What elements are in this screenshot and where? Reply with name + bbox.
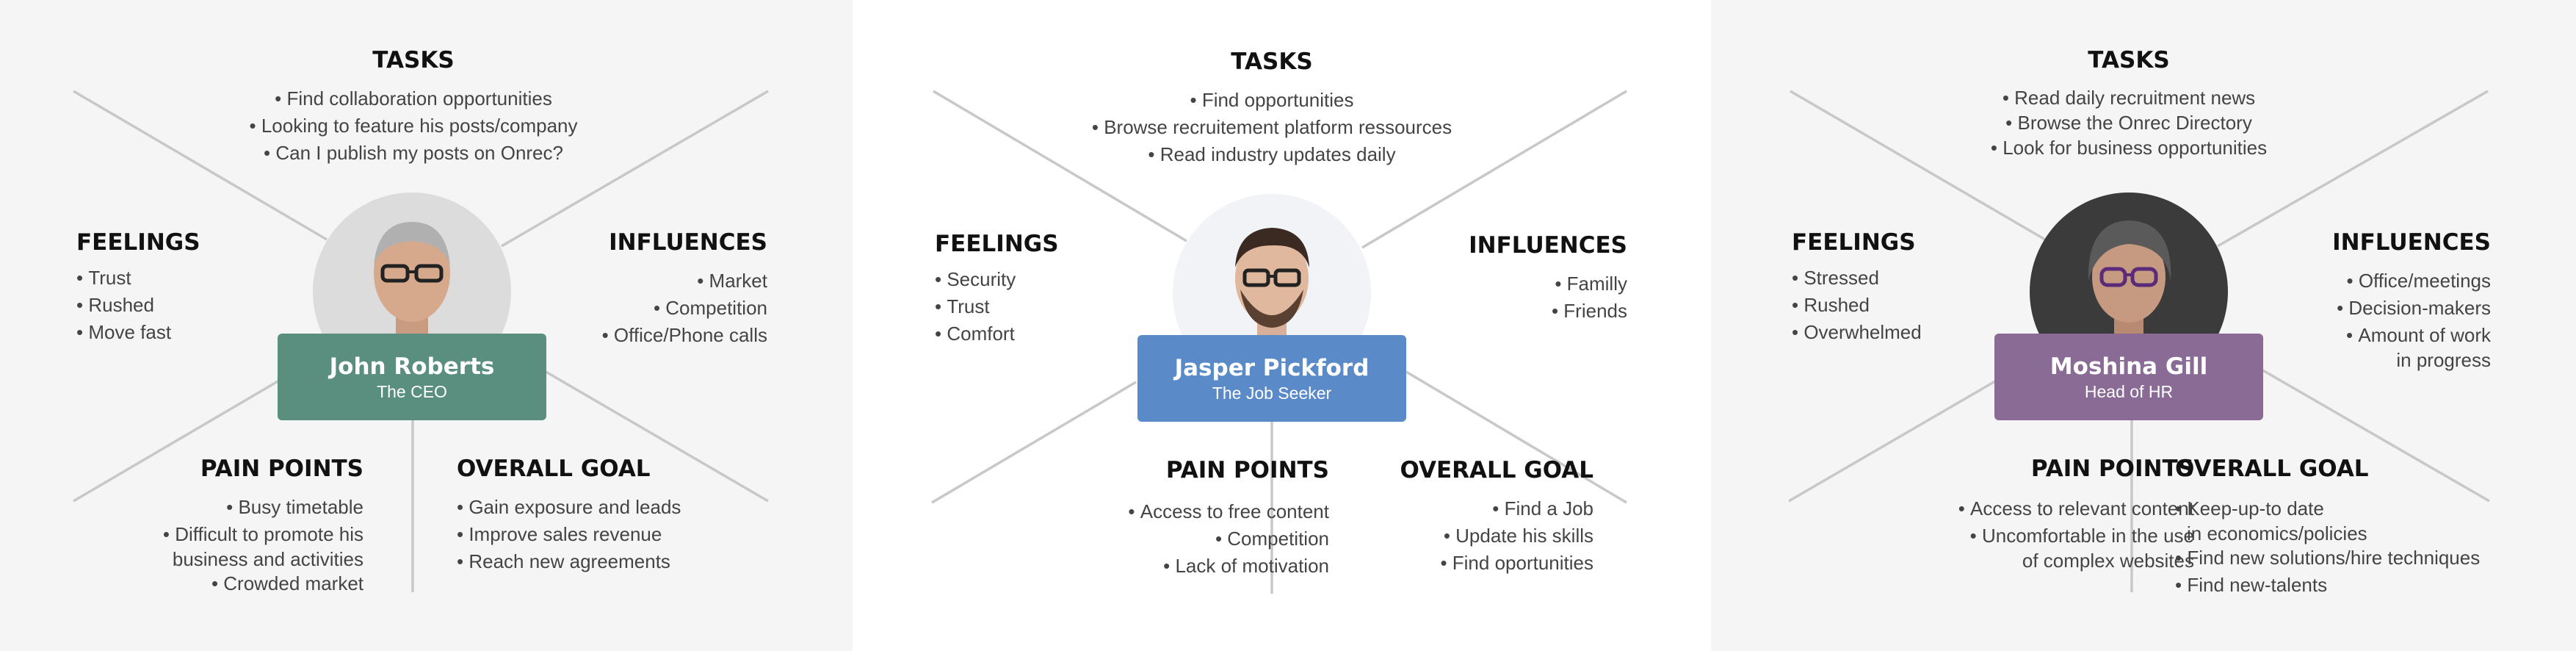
list-item: Friends [1552,298,1627,325]
list-item: Security [935,266,1016,293]
pain-points-list: Busy timetable Difficult to promote hisb… [163,494,363,597]
list-item: Browse recruitement platform ressources [853,114,1691,141]
tasks-list: Read daily recruitment news Browse the O… [1711,85,2547,160]
list-item: Looking to feature his posts/company [0,112,827,140]
influences-list: Office/meetings Decision-makers Amount o… [2337,267,2491,371]
list-item: Find collaboration opportunities [0,85,827,112]
list-item: Read industry updates daily [853,141,1691,168]
overall-goal-list: Find a Job Update his skills Find oportu… [1440,495,1593,577]
list-item: Lack of motivation [1128,553,1329,580]
persona-name: John Roberts [329,353,495,380]
persona-panel-ceo: TASKS Find collaboration opportunities L… [0,0,853,651]
overall-goal-heading: OVERALL GOAL [2175,456,2369,482]
list-item: Crowded market [163,570,363,597]
list-item: Find oportunities [1440,550,1593,577]
list-item: Office/Phone calls [602,322,767,349]
pain-points-heading: PAIN POINTS [200,456,363,482]
feelings-list: Security Trust Comfort [935,266,1016,348]
pain-points-heading: PAIN POINTS [1165,457,1329,483]
persona-panel-head-of-hr: TASKS Read daily recruitment news Browse… [1711,0,2576,651]
influences-list: Market Competition Office/Phone calls [602,267,767,349]
list-item: Market [602,267,767,295]
list-item: Rushed [76,292,171,319]
influences-heading: INFLUENCES [609,229,767,256]
feelings-list: Stressed Rushed Overwhelmed [1792,265,1922,346]
persona-role: The Job Seeker [1212,384,1332,403]
list-item: Improve sales revenue [457,521,681,548]
list-item: Find new solutions/hire techniques [2175,544,2480,572]
list-item: Comfort [935,320,1016,348]
list-item: Busy timetable [163,494,363,521]
persona-name-card: Jasper Pickford The Job Seeker [1137,335,1406,422]
list-item: Look for business opportunities [1711,135,2547,160]
persona-role: The CEO [377,382,447,401]
list-item: Office/meetings [2337,267,2491,295]
tasks-heading: TASKS [1231,48,1313,75]
influences-heading: INFLUENCES [1469,232,1627,259]
list-item: Can I publish my posts on Onrec? [0,140,827,167]
list-item: Find opportunities [853,87,1691,114]
feelings-heading: FEELINGS [1792,229,1916,256]
list-item: Overwhelmed [1792,319,1921,346]
tasks-list: Find collaboration opportunities Looking… [0,85,827,167]
list-item: Decision-makers [2337,295,2491,322]
list-item: Competition [1128,525,1329,553]
persona-name-card: Moshina Gill Head of HR [1994,334,2263,420]
persona-name-card: John Roberts The CEO [278,334,546,420]
list-item: Stressed [1792,265,1922,292]
overall-goal-heading: OVERALL GOAL [1400,457,1593,483]
feelings-list: Trust Rushed Move fast [76,265,171,346]
list-item: Access to relevant content [1958,495,2194,522]
influences-list: Familly Friends [1552,270,1627,325]
influences-heading: INFLUENCES [2332,229,2491,256]
persona-name: Moshina Gill [2049,353,2208,380]
list-item: Gain exposure and leads [457,494,681,521]
list-item: Read daily recruitment news [1711,85,2547,110]
tasks-heading: TASKS [372,47,455,73]
tasks-list: Find opportunities Browse recruitement p… [853,87,1691,168]
list-item: Browse the Onrec Directory [1711,110,2547,135]
list-item: Find new-talents [2175,572,2480,599]
list-item: Competition [602,295,767,322]
persona-role: Head of HR [2084,382,2174,401]
tasks-heading: TASKS [2088,47,2170,73]
overall-goal-heading: OVERALL GOAL [457,456,651,482]
list-item: Familly [1552,270,1627,298]
pain-points-list: Access to relevant content Uncomfortable… [1958,495,2194,572]
persona-panel-job-seeker: TASKS Find opportunities Browse recruite… [853,0,1711,651]
list-item: Find a Job [1440,495,1593,522]
pain-points-list: Access to free content Competition Lack … [1128,498,1329,580]
overall-goal-list: Gain exposure and leads Improve sales re… [457,494,681,575]
list-item: Rushed [1792,292,1922,319]
feelings-heading: FEELINGS [76,229,200,256]
pain-points-heading: PAIN POINTS [2030,456,2194,482]
list-item: Access to free content [1128,498,1329,525]
feelings-heading: FEELINGS [935,231,1059,257]
list-item: Update his skills [1440,522,1593,550]
list-item: Move fast [76,319,171,346]
list-item: Trust [76,265,171,292]
list-item: Trust [935,293,1016,320]
list-item: Reach new agreements [457,548,681,575]
persona-name: Jasper Pickford [1174,355,1370,381]
